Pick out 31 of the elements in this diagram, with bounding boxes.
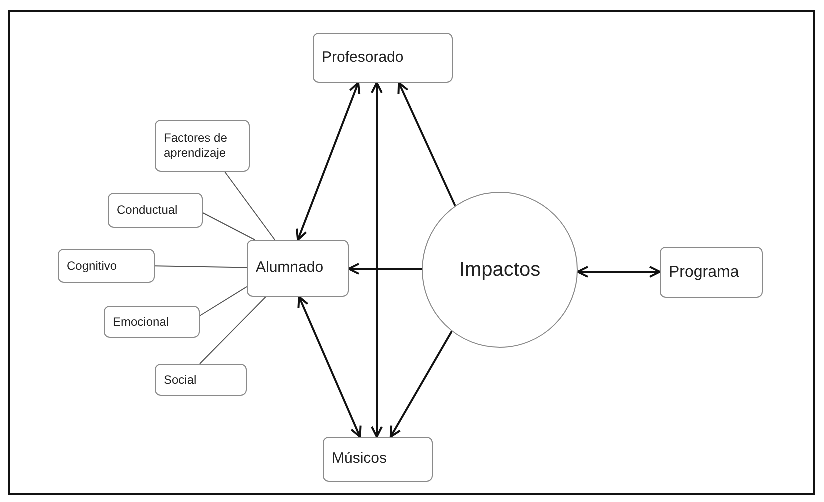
node-label: Factores de aprendizaje (164, 131, 228, 161)
node-label: Conductual (117, 203, 178, 218)
node-label: Alumnado (256, 259, 324, 278)
process-box (660, 247, 763, 298)
factor-box (155, 364, 247, 396)
node-label: Emocional (113, 314, 170, 330)
leader-line (202, 212, 256, 240)
arrow (390, 331, 453, 438)
leader-line (224, 172, 276, 240)
double-arrow (577, 266, 661, 278)
node-label: Músicos (332, 450, 388, 469)
factor-box (58, 249, 155, 283)
node-label: Social (164, 372, 197, 388)
factor-box (108, 193, 203, 228)
node-label: Programa (669, 262, 740, 282)
process-box (247, 240, 349, 297)
process-box (323, 437, 433, 482)
factor-box (104, 306, 200, 338)
factor-box (155, 120, 250, 172)
node-label: Impactos (459, 258, 541, 282)
leader-line (200, 286, 248, 316)
double-arrow (298, 296, 362, 438)
arrow (398, 82, 456, 206)
leader-line (200, 296, 266, 364)
node-label: Cognitivo (67, 258, 118, 274)
double-arrow (296, 82, 361, 241)
node-label: Profesorado (322, 48, 404, 68)
leader-line (154, 266, 248, 268)
arrow (348, 263, 422, 275)
process-box (313, 33, 453, 83)
double-arrow (371, 82, 383, 438)
